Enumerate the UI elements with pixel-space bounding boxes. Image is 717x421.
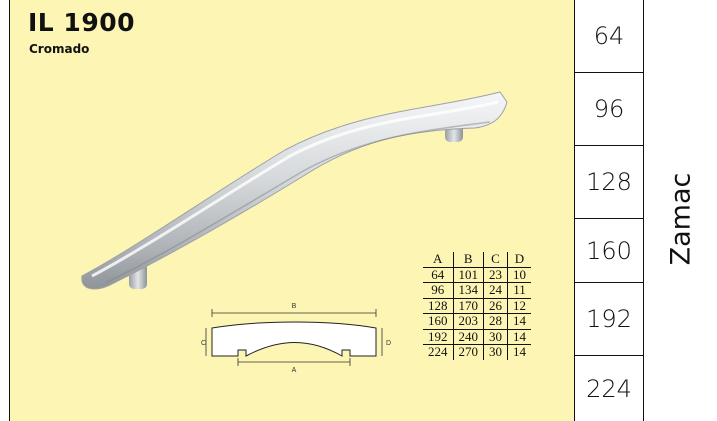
col-header-d: D xyxy=(507,251,531,268)
cell-c: 28 xyxy=(483,313,508,330)
cell-b: 270 xyxy=(452,344,484,360)
cell-a: 224 xyxy=(428,344,448,359)
cell-a: 192 xyxy=(423,329,453,345)
table-row: 192 240 30 14 xyxy=(423,329,531,345)
cell-c: 30 xyxy=(483,344,508,360)
material-label: Zamac xyxy=(665,172,696,266)
size-cell: 64 xyxy=(575,0,643,73)
product-panel: IL 1900 Cromado xyxy=(9,0,575,421)
cell-b: 101 xyxy=(452,267,484,283)
label-a: A xyxy=(292,367,297,374)
size-cell: 192 xyxy=(575,283,643,356)
size-cell: 128 xyxy=(575,146,643,219)
cell-b: 134 xyxy=(452,282,484,299)
cell-c: 26 xyxy=(483,298,508,314)
col-header-b: B xyxy=(452,251,484,268)
table-row: 224 270 30 14 xyxy=(423,344,531,360)
cell-c: 24 xyxy=(483,282,508,299)
technical-drawing: B C D A xyxy=(201,303,391,374)
cell-c: 23 xyxy=(483,267,508,283)
cell-c: 30 xyxy=(483,329,508,345)
cell-d: 14 xyxy=(507,344,531,360)
cell-d: 10 xyxy=(507,267,531,283)
table-row: 96 134 24 11 xyxy=(423,282,531,299)
col-header-c: C xyxy=(483,251,508,268)
product-code: IL 1900 xyxy=(28,8,136,37)
col-header-a: A xyxy=(423,251,453,268)
size-cell: 160 xyxy=(575,219,643,283)
label-b: B xyxy=(292,303,297,310)
cell-a: 64 xyxy=(423,267,453,283)
table-row: 64 101 23 10 xyxy=(423,267,531,283)
size-cell: 96 xyxy=(575,73,643,146)
label-d: D xyxy=(386,340,391,347)
size-column: 64 96 128 160 192 224 xyxy=(575,0,643,421)
cell-d: 14 xyxy=(507,313,531,330)
cell-a: 128 xyxy=(423,298,453,314)
cell-a: 160 xyxy=(423,313,453,330)
cell-a: 96 xyxy=(423,282,453,299)
label-c: C xyxy=(201,340,206,347)
size-cell: 224 xyxy=(586,374,632,403)
cell-b: 203 xyxy=(452,313,484,330)
cell-b: 240 xyxy=(452,329,484,345)
material-column: Zamac xyxy=(643,0,717,421)
cell-d: 14 xyxy=(507,329,531,345)
dimensions-table: A B C D 64 101 23 10 96 134 24 11 128 17… xyxy=(423,251,531,360)
handle-photo xyxy=(81,91,508,290)
table-row: 160 203 28 14 xyxy=(423,313,531,330)
cell-b: 170 xyxy=(452,298,484,314)
product-finish: Cromado xyxy=(29,42,90,56)
cell-d: 12 xyxy=(507,298,531,314)
table-row: 128 170 26 12 xyxy=(423,298,531,314)
cell-d: 11 xyxy=(507,282,531,299)
